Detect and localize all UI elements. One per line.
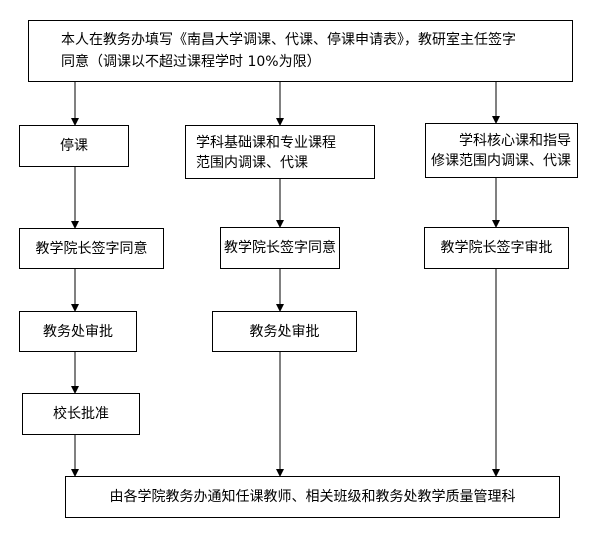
president-approval-box: 校长批准 bbox=[22, 393, 140, 435]
notification-step-box: 由各学院教务办通知任课教师、相关班级和教务处教学质量管理科 bbox=[65, 476, 560, 518]
academic-office-approval-label-left: 教务处审批 bbox=[43, 323, 113, 340]
dean-approval-label-left: 教学院长签字同意 bbox=[35, 240, 148, 257]
core-courses-box: 学科核心课和指导 修课范围内调课、代课 bbox=[425, 123, 578, 178]
academic-office-approval-label-mid: 教务处审批 bbox=[249, 323, 320, 340]
dean-approval-box-left: 教学院长签字同意 bbox=[19, 228, 164, 269]
core-courses-line-1: 学科核心课和指导 bbox=[459, 133, 571, 149]
basic-courses-box: 学科基础课和专业课程 范围内调课、代课 bbox=[185, 125, 375, 179]
dean-approval-box-mid: 教学院长签字同意 bbox=[220, 227, 340, 269]
president-approval-label: 校长批准 bbox=[53, 406, 109, 422]
application-step-line-2: 同意（调课以不超过课程学时 10%为限） bbox=[61, 54, 321, 70]
dean-approval-label-mid: 教学院长签字同意 bbox=[224, 240, 336, 256]
stop-class-box: 停课 bbox=[19, 125, 129, 167]
academic-office-approval-box-left: 教务处审批 bbox=[19, 311, 137, 352]
stop-class-label: 停课 bbox=[60, 138, 88, 154]
basic-courses-line-2: 范围内调课、代课 bbox=[196, 155, 308, 171]
application-step-line-1: 本人在教务办填写《南昌大学调课、代课、停课申请表》，教研室主任签字 bbox=[61, 32, 516, 48]
core-courses-line-2: 修课范围内调课、代课 bbox=[431, 153, 571, 169]
application-step-box: 本人在教务办填写《南昌大学调课、代课、停课申请表》，教研室主任签字 同意（调课以… bbox=[28, 20, 573, 82]
academic-office-approval-box-mid: 教务处审批 bbox=[212, 311, 357, 352]
basic-courses-line-1: 学科基础课和专业课程 bbox=[196, 135, 336, 151]
notification-step-label: 由各学院教务办通知任课教师、相关班级和教务处教学质量管理科 bbox=[109, 489, 516, 505]
dean-approval-box-right: 教学院长签字审批 bbox=[424, 227, 569, 269]
dean-approval-label-right: 教学院长签字审批 bbox=[440, 240, 553, 256]
